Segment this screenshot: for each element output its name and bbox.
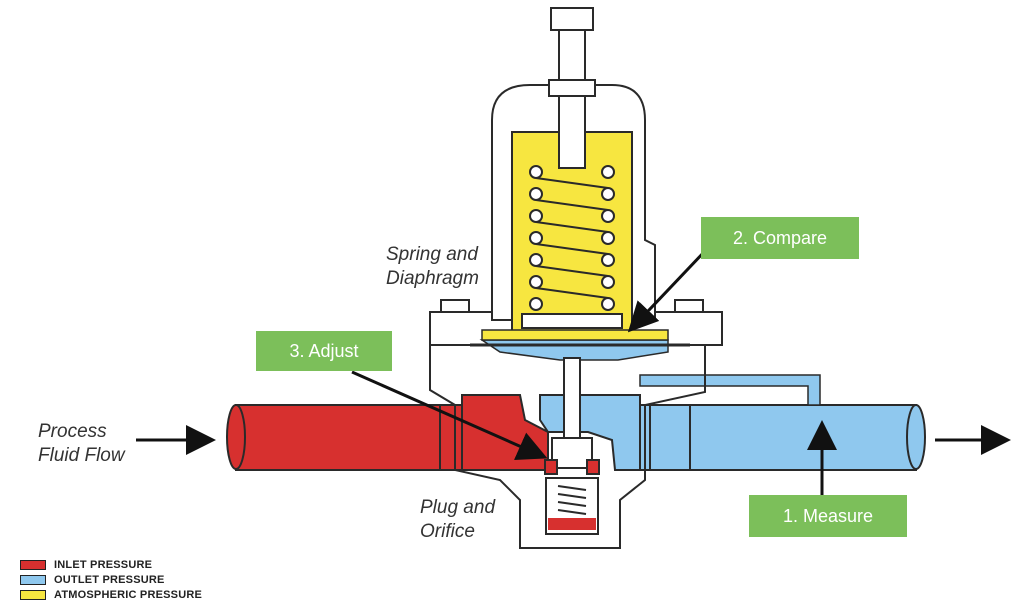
- flange-bolts: [440, 299, 704, 313]
- spring-diaphragm-label-line1: Spring and: [386, 244, 478, 265]
- legend-row-outlet: OUTLET PRESSURE: [20, 572, 202, 587]
- compare-callout: 2. Compare: [701, 217, 859, 259]
- valve-stem-plug: [544, 357, 600, 535]
- inlet-swatch: [20, 559, 46, 570]
- atmospheric-swatch: [20, 589, 46, 600]
- inlet-pipe: [226, 394, 549, 471]
- legend-label-atmospheric: ATMOSPHERIC PRESSURE: [54, 588, 203, 601]
- legend-label-inlet: INLET PRESSURE: [54, 558, 153, 571]
- measure-callout: 1. Measure: [749, 495, 907, 537]
- adjusting-screw: [548, 7, 596, 169]
- legend-row-atmospheric: ATMOSPHERIC PRESSURE: [20, 587, 202, 602]
- spring-coils: [521, 165, 623, 329]
- plug-orifice-label-line1: Plug and: [420, 497, 496, 518]
- pressure-legend: INLET PRESSURE OUTLET PRESSURE ATMOSPHER…: [20, 557, 202, 602]
- plug-orifice-label: Plug and Orifice: [420, 496, 495, 544]
- compare-pointer-arrow: [627, 248, 708, 333]
- plug-orifice-label-line2: Orifice: [420, 521, 475, 542]
- process-flow-label: Process Fluid Flow: [38, 420, 125, 468]
- adjust-pointer-arrow: [351, 370, 548, 461]
- process-flow-label-line2: Fluid Flow: [38, 445, 125, 466]
- process-flow-label-line1: Process: [38, 421, 107, 442]
- spring-diaphragm-label-line2: Diaphragm: [386, 268, 479, 289]
- legend-label-outlet: OUTLET PRESSURE: [54, 573, 165, 586]
- outlet-pipe: [539, 374, 926, 471]
- legend-row-inlet: INLET PRESSURE: [20, 557, 202, 572]
- spring-diaphragm-label: Spring and Diaphragm: [386, 243, 479, 291]
- outlet-swatch: [20, 574, 46, 585]
- adjust-callout: 3. Adjust: [256, 331, 392, 371]
